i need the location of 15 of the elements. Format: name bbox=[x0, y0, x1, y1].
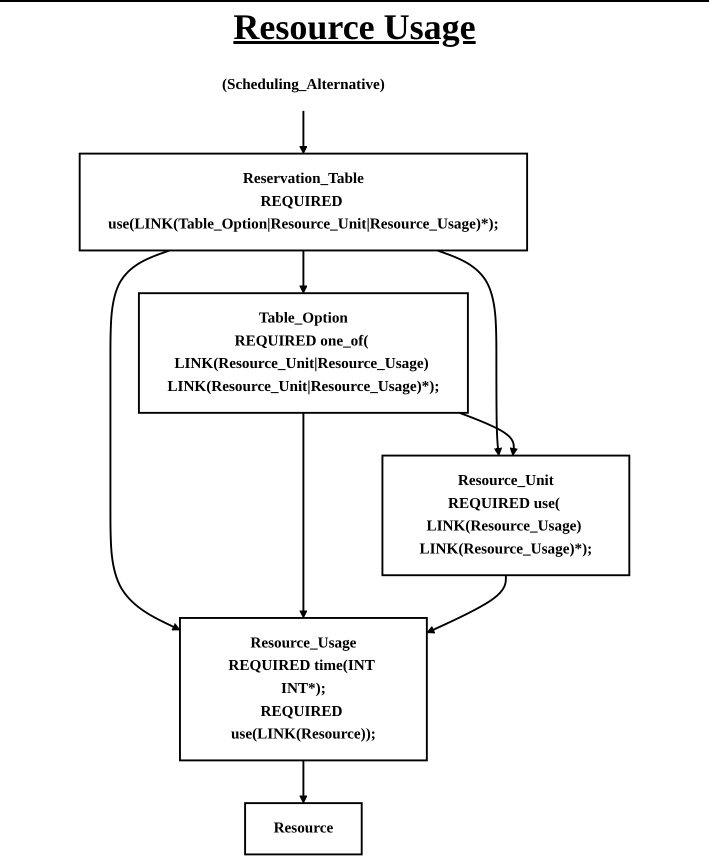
arrow bbox=[109, 250, 180, 630]
node-box: Resource_Unit REQUIRED use( LINK(Resource_Usage) LINK(Resource_Usage)*); bbox=[381, 454, 630, 576]
node-box: Reservation_Table REQUIRED use(LINK(Table_Option|Resource_Unit|Resource_Usage)*); bbox=[78, 152, 528, 252]
arrow bbox=[299, 760, 308, 804]
arrow bbox=[436, 250, 502, 456]
node-text: (Scheduling_Alternative) bbox=[222, 76, 385, 93]
arrow bbox=[299, 110, 308, 154]
arrow bbox=[426, 575, 507, 634]
node-box: Resource bbox=[244, 802, 363, 856]
node-box: Resource_Usage REQUIRED time(INT INT*); REQUIRED use(LINK(Resource)); bbox=[179, 617, 428, 762]
arrow bbox=[459, 412, 518, 456]
diagram-title: Resource Usage bbox=[233, 6, 476, 48]
arrow bbox=[299, 250, 308, 294]
arrow bbox=[299, 412, 308, 618]
node-box: Table_Option REQUIRED one_of( LINK(Resource_Unit|Resource_Usage) LINK(Resource_Unit|Resource_Usage)*); bbox=[138, 292, 469, 414]
